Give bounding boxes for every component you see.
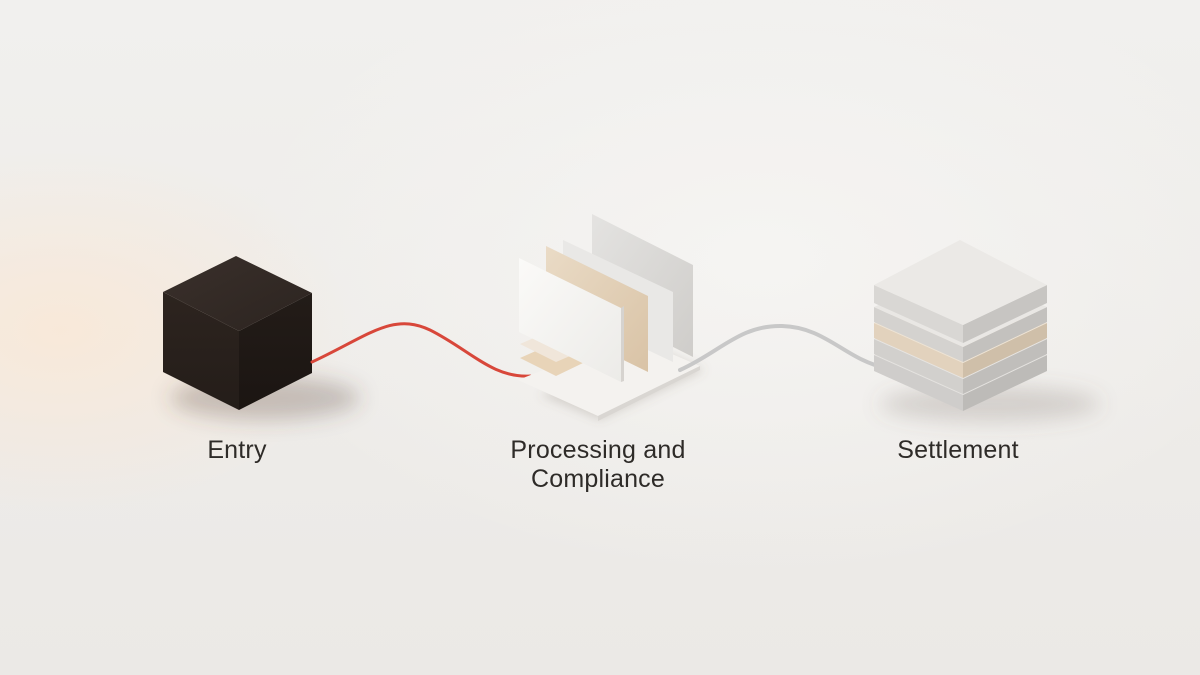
processing-label: Processing and Compliance <box>510 436 686 493</box>
processing-base-edge <box>598 366 700 421</box>
processing-panel-front <box>519 258 621 382</box>
connector-entry-to-processing <box>310 322 532 378</box>
connector-processing-to-settlement <box>678 323 888 372</box>
entry-label: Entry <box>207 436 267 464</box>
settlement-label: Settlement <box>897 436 1019 464</box>
entry-cube-left <box>163 292 239 410</box>
entry-cube-top <box>163 256 312 331</box>
processing-node <box>518 214 705 421</box>
entry-node <box>163 256 360 420</box>
settlement-node <box>874 240 1100 422</box>
entry-cube-right <box>239 293 312 410</box>
processing-panel-front-edge <box>621 306 624 382</box>
settlement-layer-5 <box>874 240 1047 343</box>
